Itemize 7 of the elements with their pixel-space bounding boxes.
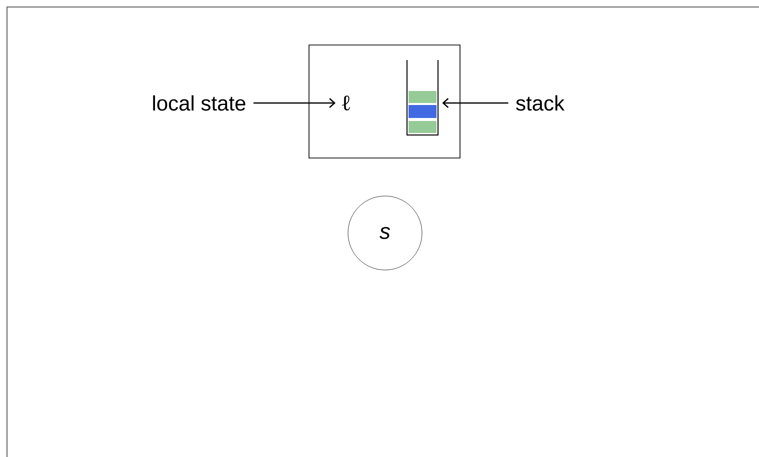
arrow (442, 98, 508, 108)
arrow (253, 98, 336, 108)
stack-drawing (406, 60, 438, 136)
text-label: local state (153, 95, 246, 111)
symbol-label: ℓ (342, 96, 350, 110)
state-box (308, 44, 460, 158)
text-label: stack (516, 95, 565, 111)
